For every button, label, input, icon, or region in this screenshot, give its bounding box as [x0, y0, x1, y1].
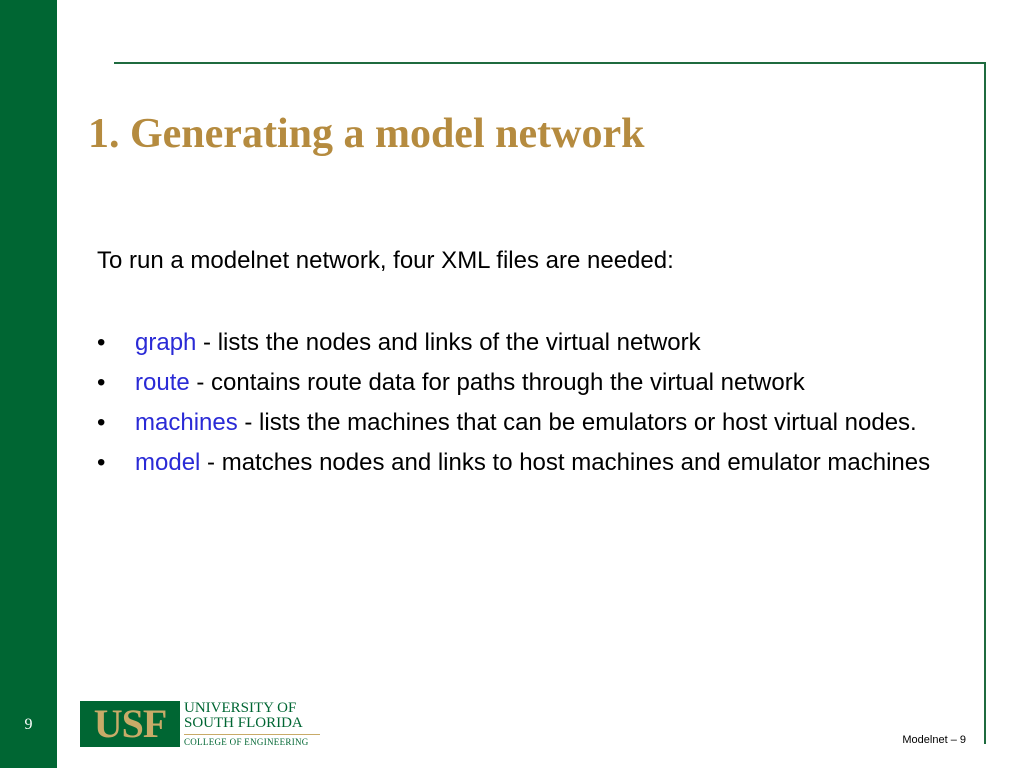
term-description: - matches nodes and links to host machin… — [200, 449, 931, 476]
term-description: - lists the machines that can be emulato… — [237, 409, 917, 436]
left-sidebar-bar — [0, 0, 57, 768]
bullet-list: • graph - lists the nodes and links of th… — [97, 326, 977, 486]
frame-top-rule — [114, 62, 986, 64]
term-model: model — [135, 449, 201, 476]
logo-divider — [184, 734, 320, 735]
bullet-marker: • — [97, 449, 106, 476]
intro-text: To run a modelnet network, four XML file… — [97, 247, 674, 274]
usf-logo: USF UNIVERSITY OF SOUTH FLORIDA COLLEGE … — [80, 701, 320, 747]
bullet-marker: • — [97, 369, 106, 396]
footer-label: Modelnet – 9 — [902, 734, 966, 746]
logo-line-florida: SOUTH FLORIDA — [184, 715, 303, 731]
slide-number: 9 — [24, 716, 33, 733]
bullet-marker: • — [97, 329, 106, 356]
term-graph: graph — [135, 329, 197, 356]
term-machines: machines — [135, 409, 238, 436]
slide-title: 1. Generating a model network — [88, 111, 645, 157]
term-description: - contains route data for paths through … — [189, 369, 805, 396]
term-description: - lists the nodes and links of the virtu… — [196, 329, 701, 356]
logo-line-university: UNIVERSITY OF — [184, 700, 297, 716]
list-item: • route - contains route data for paths t… — [97, 366, 977, 400]
bullet-marker: • — [97, 409, 106, 436]
list-item: • graph - lists the nodes and links of th… — [97, 326, 977, 360]
frame-right-rule — [984, 62, 986, 744]
logo-line-college: COLLEGE OF ENGINEERING — [184, 737, 309, 747]
list-item: • machines - lists the machines that can … — [97, 406, 977, 440]
logo-abbreviation: USF — [80, 701, 180, 747]
term-route: route — [135, 369, 190, 396]
logo-wordmark: UNIVERSITY OF SOUTH FLORIDA COLLEGE OF E… — [184, 701, 320, 747]
list-item: • model - matches nodes and links to host… — [97, 446, 977, 480]
